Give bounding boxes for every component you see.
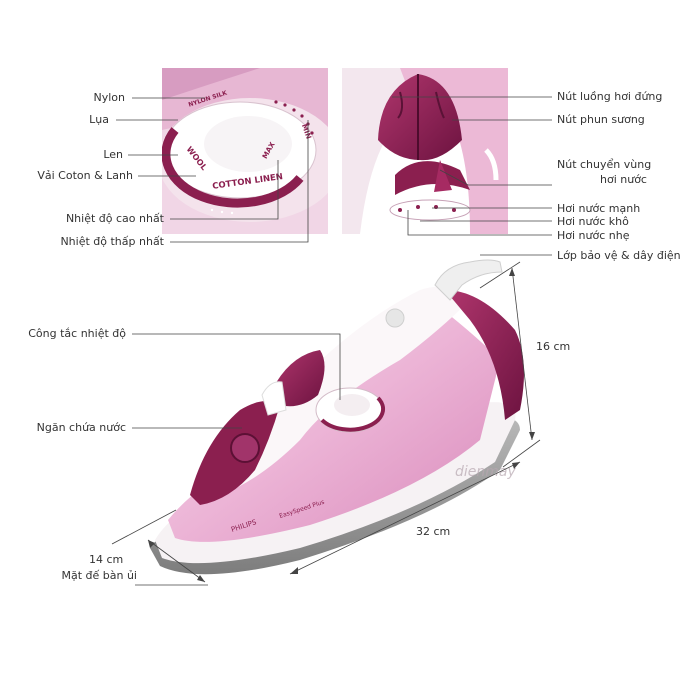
label-nylon: Nylon [93,91,126,104]
dimension-length: 32 cm [416,525,451,538]
watermark: dienmay [455,464,516,480]
label-steam-strong: Hơi nước mạnh [557,202,641,215]
iron [150,259,524,575]
label-vertical-steam: Nút luồng hơi đứng [557,90,663,103]
label-soleplate: Mặt đế bàn ủi [61,569,137,582]
dimension-height: 16 cm [536,340,571,353]
dimension-width: 14 cm [89,553,124,566]
label-steam-light: Hơi nước nhẹ [557,229,630,242]
leader-lines [111,96,552,586]
label-wool: Len [103,148,123,161]
label-temp-high: Nhiệt độ cao nhất [65,212,164,225]
label-temp-low: Nhiệt độ thấp nhất [60,235,164,248]
label-cotton-linen: Vải Coton & Lanh [37,169,133,182]
label-steam-dry: Hơi nước khô [557,215,629,228]
label-water-tank: Ngăn chứa nước [36,421,126,434]
label-spray: Nút phun sương [557,113,645,126]
label-silk: Lụa [89,113,109,126]
label-steam-switch-line2: hơi nước [600,173,647,186]
label-cord-guard: Lớp bảo vệ & dây điện [557,249,681,262]
inset-steam-closeup [342,68,508,234]
dimension-arrows [148,268,535,582]
label-thermostat: Công tắc nhiệt độ [28,327,126,340]
label-steam-switch-line1: Nút chuyển vùng [557,158,652,171]
